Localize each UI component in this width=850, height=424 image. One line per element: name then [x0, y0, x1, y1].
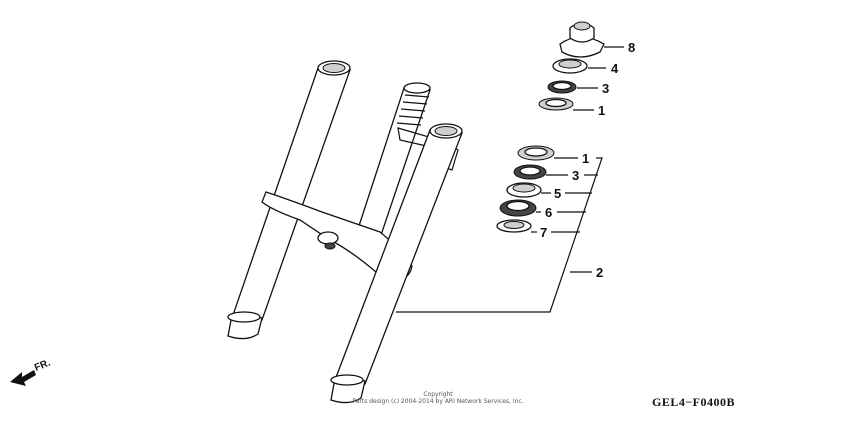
callout-4: 4: [611, 61, 619, 76]
ball-race-lower: [513, 164, 547, 180]
right-fork-tube: [330, 123, 463, 404]
leader-lines: [396, 46, 624, 313]
fr-label: FR.: [33, 357, 52, 373]
ball-cone-upper: [538, 97, 574, 111]
callout-7: 7: [540, 225, 547, 240]
copyright-text: Parts design (c) 2004-2014 by ARI Networ…: [352, 398, 523, 405]
ball-cone-lower: [517, 145, 555, 161]
callout-8: 8: [628, 40, 635, 55]
dust-seal: [552, 58, 588, 74]
steering-stem: [355, 82, 431, 239]
adjusting-nut: [559, 21, 605, 58]
callout-2: 2: [596, 265, 603, 280]
left-fork-tube: [227, 60, 351, 340]
callout-5: 5: [554, 186, 561, 201]
callout-1-lower: 1: [582, 151, 589, 166]
callout-3-lower: 3: [572, 168, 579, 183]
callout-1-upper: 1: [598, 103, 605, 118]
front-direction-arrow: FR.: [10, 357, 52, 386]
dust-seal-lower: [506, 182, 542, 198]
callout-6: 6: [545, 205, 552, 220]
ball-race-upper: [547, 80, 577, 94]
diagram-code: GEL4−F0400B: [652, 395, 735, 409]
washer: [496, 219, 532, 233]
copyright-title: Copyright: [423, 391, 453, 398]
ball-race-bottom: [499, 199, 537, 217]
callout-3-upper: 3: [602, 81, 609, 96]
